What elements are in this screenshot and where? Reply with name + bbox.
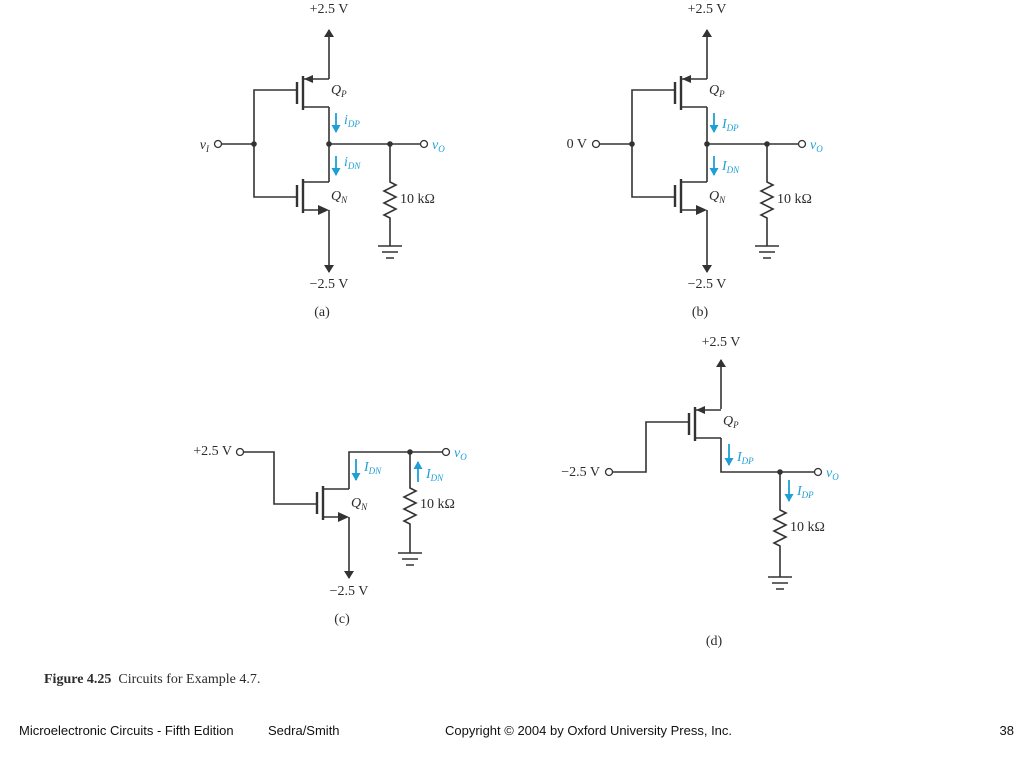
footer-copyright: Copyright © 2004 by Oxford University Pr… bbox=[445, 723, 733, 738]
vss-label: −2.5 V bbox=[330, 584, 369, 599]
qp-label: QP bbox=[331, 83, 347, 99]
footer-book-title: Microelectronic Circuits - Fifth Edition bbox=[19, 723, 234, 738]
qn-label: QN bbox=[351, 496, 368, 512]
caption-text: Circuits for Example 4.7. bbox=[118, 672, 261, 687]
idn-label: IDN bbox=[363, 460, 382, 476]
subfigure-label: (c) bbox=[334, 612, 350, 627]
vdd-label: +2.5 V bbox=[310, 2, 349, 17]
output-terminal bbox=[813, 467, 823, 477]
resistor-label: 10 kΩ bbox=[400, 192, 435, 207]
circuit-c: +2.5 V QN IDN vO IDN 10 kΩ −2.5 V (c) bbox=[193, 444, 467, 627]
gate-wire bbox=[631, 89, 675, 198]
vdd-label: +2.5 V bbox=[688, 2, 727, 17]
nmos-transistor-qn bbox=[315, 486, 349, 522]
resistor-10k bbox=[382, 144, 398, 246]
input-terminal bbox=[591, 139, 601, 149]
vo-label: vO bbox=[810, 138, 823, 154]
pmos-transistor-qp bbox=[687, 406, 721, 441]
input-label: vI bbox=[200, 138, 210, 154]
drain-wire bbox=[720, 438, 814, 473]
vss-label: −2.5 V bbox=[688, 277, 727, 292]
qn-label: QN bbox=[331, 189, 348, 205]
idn-label: iDN bbox=[344, 155, 361, 171]
ground-symbol bbox=[755, 245, 779, 259]
input-label: +2.5 V bbox=[193, 444, 232, 459]
output-terminal bbox=[441, 447, 451, 457]
output-terminal bbox=[419, 139, 429, 149]
vo-label: vO bbox=[454, 446, 467, 462]
vo-label: vO bbox=[432, 138, 445, 154]
circuit-b: +2.5 V QP IDP IDN QN −2.5 V 0 V vO bbox=[567, 2, 824, 320]
resistor-10k bbox=[772, 472, 788, 577]
qp-label: QP bbox=[723, 414, 739, 430]
circuit-d: +2.5 V QP −2.5 V IDP vO IDP 10 kΩ (d) bbox=[561, 335, 839, 649]
input-label: −2.5 V bbox=[561, 465, 600, 480]
idp-label: IDP bbox=[736, 450, 754, 466]
resistor-10k bbox=[759, 144, 775, 246]
subfigure-label: (a) bbox=[314, 305, 330, 320]
input-terminal bbox=[235, 447, 245, 457]
qn-label: QN bbox=[709, 189, 726, 205]
ground-symbol bbox=[768, 576, 792, 590]
footer-page-number: 38 bbox=[999, 723, 1014, 738]
output-terminal bbox=[797, 139, 807, 149]
resistor-10k bbox=[402, 452, 418, 553]
figure-number: Figure 4.25 bbox=[44, 672, 112, 687]
footer-authors: Sedra/Smith bbox=[268, 723, 340, 738]
ground-symbol bbox=[398, 552, 422, 566]
gate-wire bbox=[244, 451, 317, 505]
idn-label: IDN bbox=[721, 159, 740, 175]
subfigure-label: (d) bbox=[706, 634, 723, 649]
input-label: 0 V bbox=[567, 137, 587, 152]
qp-label: QP bbox=[709, 83, 725, 99]
idp-label: iDP bbox=[344, 113, 360, 129]
resistor-label: 10 kΩ bbox=[777, 192, 812, 207]
input-terminal bbox=[604, 467, 614, 477]
ir-label: IDN bbox=[425, 467, 444, 483]
vdd-label: +2.5 V bbox=[702, 335, 741, 350]
vss-label: −2.5 V bbox=[310, 277, 349, 292]
resistor-label: 10 kΩ bbox=[420, 497, 455, 512]
idp-label: IDP bbox=[721, 117, 739, 133]
pmos-transistor-qp bbox=[295, 75, 329, 110]
vo-label: vO bbox=[826, 466, 839, 482]
nmos-transistor-qn bbox=[673, 179, 707, 215]
figure-caption: Figure 4.25 Circuits for Example 4.7. bbox=[44, 672, 260, 688]
gate-wire bbox=[613, 421, 689, 473]
pmos-transistor-qp bbox=[673, 75, 707, 110]
circuit-a: +2.5 V QP iDP iDN QN −2.5 V vI vO bbox=[200, 2, 445, 320]
ir-label: IDP bbox=[796, 484, 814, 500]
subfigure-label: (b) bbox=[692, 305, 709, 320]
input-terminal bbox=[213, 139, 223, 149]
resistor-label: 10 kΩ bbox=[790, 520, 825, 535]
nmos-transistor-qn bbox=[295, 179, 329, 215]
figure-4-25-schematics: +2.5 V QP iDP iDN QN −2.5 V vI vO bbox=[193, 2, 839, 649]
gate-wire bbox=[253, 89, 297, 198]
ground-symbol bbox=[378, 245, 402, 259]
